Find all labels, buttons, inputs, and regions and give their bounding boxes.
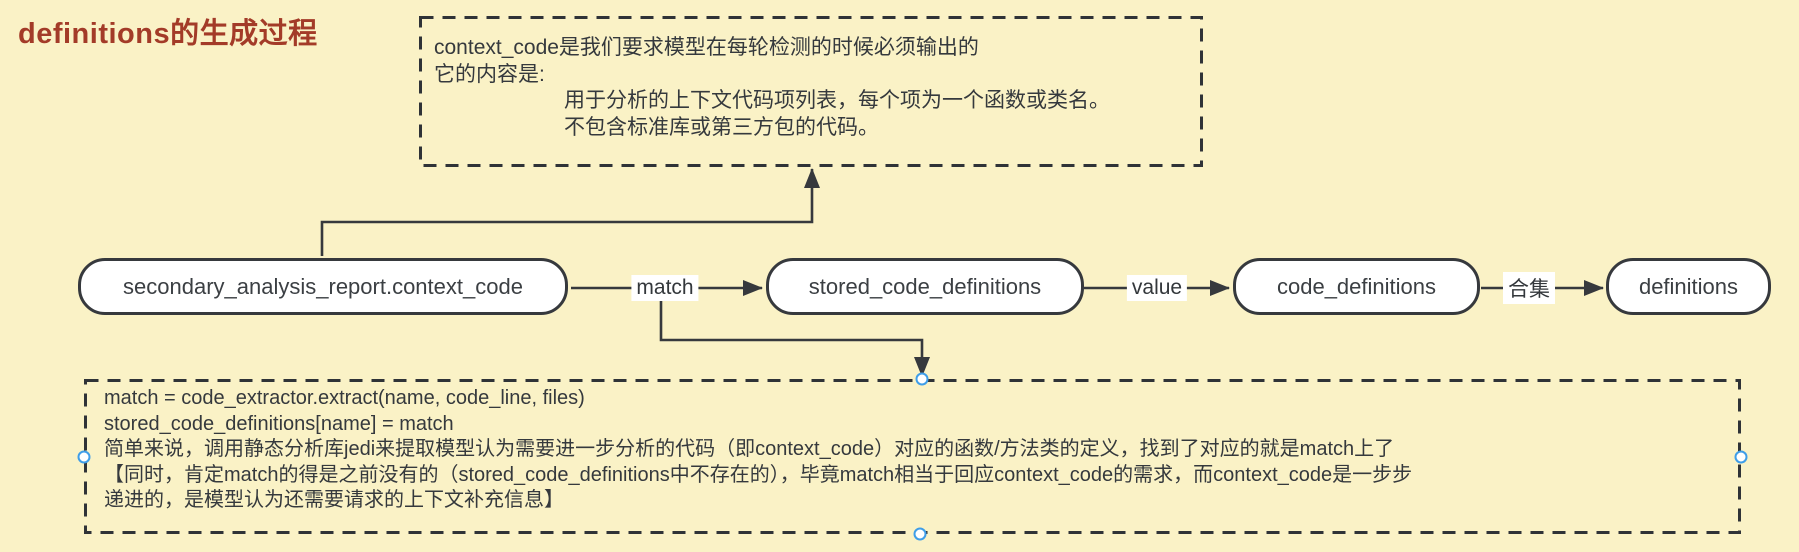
page-title: definitions的生成过程	[18, 18, 318, 50]
edge-label-match[interactable]: match	[631, 275, 699, 301]
top-note-line: context_code是我们要求模型在每轮检测的时候必须输出的	[434, 36, 979, 59]
bottom-note-line: 【同时，肯定match的得是之前没有的（stored_code_definiti…	[104, 463, 1413, 486]
bottom-note-line: stored_code_definitions[name] = match	[104, 412, 454, 435]
bottom-note-line: match = code_extractor.extract(name, cod…	[104, 387, 585, 409]
top-note-dashed-border	[419, 16, 1203, 167]
connection-handle-left[interactable]	[77, 450, 91, 464]
top-note-line: 用于分析的上下文代码项列表，每个项为一个函数或类名。	[564, 89, 1110, 112]
connection-handle-right[interactable]	[1734, 450, 1748, 464]
bottom-note-line: 递进的，是模型认为还需要请求的上下文补充信息】	[104, 489, 564, 511]
connection-handle-top[interactable]	[915, 372, 929, 386]
edge-label-value[interactable]: value	[1126, 275, 1188, 301]
node-secondary-analysis-report-context-code[interactable]: secondary_analysis_report.context_code	[78, 258, 568, 315]
top-note-box[interactable]: context_code是我们要求模型在每轮检测的时候必须输出的 它的内容是: …	[419, 16, 1203, 167]
bottom-note-line: 简单来说，调用静态分析库jedi来提取模型认为需要进一步分析的代码（即conte…	[104, 438, 1395, 460]
node-stored-code-definitions[interactable]: stored_code_definitions	[766, 258, 1084, 315]
connection-handle-bottom[interactable]	[913, 527, 927, 541]
top-note-line: 它的内容是:	[434, 62, 545, 86]
edge-label-union[interactable]: 合集	[1503, 272, 1555, 304]
connector-node1-to-top-note	[320, 168, 820, 256]
bottom-note-box[interactable]: match = code_extractor.extract(name, cod…	[84, 379, 1741, 534]
bottom-note-dashed-border	[84, 379, 1741, 534]
node-definitions[interactable]: definitions	[1606, 258, 1771, 315]
node-code-definitions[interactable]: code_definitions	[1233, 258, 1480, 315]
top-note-line: 不包含标准库或第三方包的代码。	[564, 115, 879, 139]
